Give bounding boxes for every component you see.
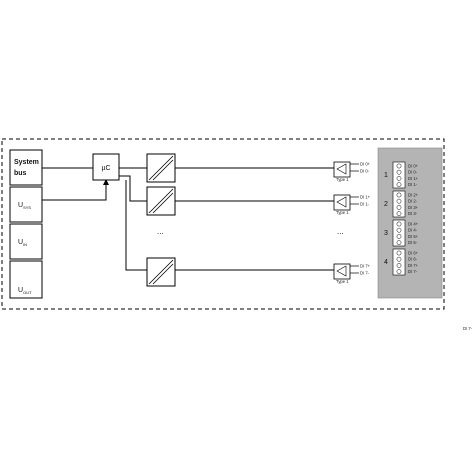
isolator-0 (146, 153, 176, 183)
pin-label: DI 0- (408, 170, 418, 175)
pin-terminal (396, 169, 402, 175)
pin-terminal (396, 250, 402, 256)
pin-label: DI 3- (408, 211, 418, 216)
pin-terminal (396, 221, 402, 227)
connector-number: 1 (384, 172, 388, 179)
connector-body (392, 190, 406, 218)
pin-terminal (396, 176, 402, 181)
pin-label: DI 6- (408, 257, 418, 262)
channel-0-plus: DI 0+ (360, 162, 371, 167)
connector-number: 2 (384, 201, 388, 208)
pin-terminal (396, 182, 402, 187)
connector-list: 1DI 0+DI 0-DI 1+DI 1-2DI 2+DI 2-DI 3+DI … (384, 161, 419, 276)
connector-number: 4 (384, 259, 388, 266)
pin-terminal (396, 234, 402, 239)
pin-label: DI 0+ (408, 164, 419, 169)
channel-0-minus: DI 0- (360, 169, 370, 174)
pin-label: DI 1+ (408, 176, 419, 181)
u-in-box (9, 223, 43, 260)
channel-1-plus: DI 1+ (360, 195, 371, 200)
input-stage-7: Type 1 DI 7+ DI 7- (333, 264, 371, 284)
connector-block: 1 DI 0+DI 0-DI 1+DI 1- (384, 161, 419, 189)
pin-terminal (396, 240, 402, 245)
pin-label: DI 2- (408, 199, 418, 204)
system-bus-label-line1: System (14, 159, 39, 166)
isolator-1 (146, 186, 176, 216)
pin-terminal (396, 163, 402, 169)
pin-label: DI 4- (408, 228, 418, 233)
system-bus-label-line2: bus (14, 170, 27, 177)
pin-label: DI 7+ (408, 263, 419, 268)
connector-block: 2 DI 2+DI 2-DI 3+DI 3- (384, 190, 419, 218)
pin-terminal (396, 256, 402, 262)
pin-label: DI 3+ (408, 205, 419, 210)
module-housing-border (1, 138, 445, 310)
pin-label: DI 7- (408, 269, 418, 274)
pin-label: DI 6+ (408, 251, 419, 256)
isolator-7 (146, 257, 176, 287)
connector-block: 4 DI 6+DI 6-DI 7+DI 7- (384, 248, 419, 276)
pin-terminal (396, 269, 402, 274)
pin-label: DI 2+ (408, 193, 419, 198)
u-sys-link (42, 184, 107, 201)
system-bus-box (9, 149, 43, 186)
input-stage-0: Type 1 DI 0+ DI 0- (333, 162, 371, 182)
pin-label: DI 4+ (408, 222, 419, 227)
u-out-label: UOUT (18, 287, 32, 295)
connector-panel (377, 147, 443, 299)
u-out-box (9, 260, 43, 299)
svg-text:Type 1: Type 1 (336, 210, 349, 215)
channel-7-minus: DI 7- (360, 271, 370, 276)
microcontroller-label: µC (101, 165, 110, 172)
pin-label: DI 5- (408, 240, 418, 245)
module-stack: System bus USYS UIN UOUT (9, 149, 43, 299)
u-sys-arrowhead (103, 179, 109, 185)
u-in-label: UIN (18, 239, 27, 247)
svg-text:Type 1: Type 1 (336, 177, 349, 182)
pin-terminal (396, 198, 402, 204)
connector-body (392, 248, 406, 276)
svg-text:Type 1: Type 1 (336, 279, 349, 284)
pin-terminal (396, 211, 402, 216)
connector-number: 3 (384, 230, 388, 237)
pin-terminal (396, 205, 402, 210)
pin-terminal (396, 263, 402, 268)
microcontroller-box (92, 153, 120, 181)
stray-label: DI 7- (463, 326, 473, 331)
channel-7-plus: DI 7+ (360, 264, 371, 269)
pin-label: DI 5+ (408, 234, 419, 239)
uc-to-isolator-7 (125, 180, 147, 271)
pin-terminal (396, 227, 402, 233)
connector-body (392, 161, 406, 189)
u-sys-label: USYS (18, 202, 31, 210)
channel-1-minus: DI 1- (360, 202, 370, 207)
connector-body (392, 219, 406, 247)
uc-to-isolator-1 (119, 175, 147, 202)
ellipsis-isolators: ... (157, 227, 164, 236)
ellipsis-inputs: ... (337, 227, 344, 236)
pin-terminal (396, 192, 402, 198)
u-sys-box (9, 186, 43, 223)
pin-label: DI 1- (408, 182, 418, 187)
connector-block: 3 DI 4+DI 4-DI 5+DI 5- (384, 219, 419, 247)
input-stage-1: Type 1 DI 1+ DI 1- (333, 195, 371, 215)
